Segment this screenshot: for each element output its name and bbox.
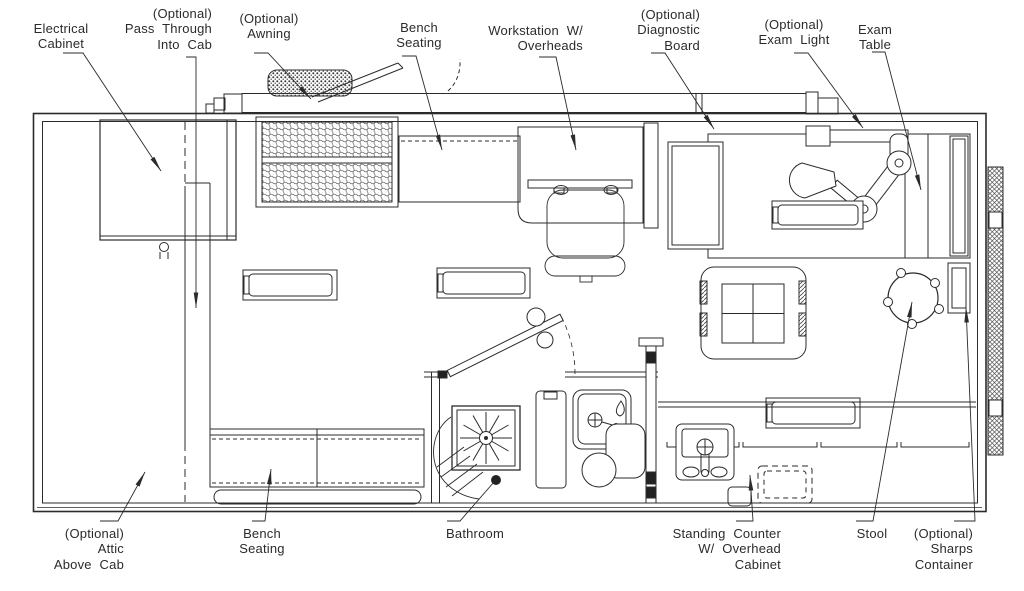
- leader-awning: [254, 52, 312, 100]
- sharps-container: [947, 262, 971, 314]
- leader-lines: [63, 51, 976, 522]
- exam-table: [707, 133, 971, 259]
- leader-diagnostic-board: [651, 52, 715, 130]
- office-chair: [544, 185, 626, 283]
- exhaust-fan-icon: [451, 405, 521, 471]
- ceiling-light: [436, 267, 531, 299]
- leader-standing-counter: [736, 474, 754, 522]
- fold-out-table: [699, 266, 807, 360]
- leader-sharps: [954, 306, 976, 522]
- label-diagnostic-board: (Optional) Diagnostic Board: [637, 7, 700, 53]
- entry-steps: [987, 166, 1004, 456]
- standing-counter: [658, 401, 976, 507]
- awning: [205, 58, 839, 115]
- leader-attic: [100, 471, 146, 522]
- counter-sink: [675, 423, 735, 481]
- leader-bench-top: [402, 55, 443, 151]
- leader-workstation: [539, 56, 577, 151]
- leader-exam-table: [872, 51, 922, 191]
- label-awning: (Optional) Awning: [239, 11, 299, 42]
- shower-cabinet: [535, 390, 567, 489]
- stool: [883, 268, 944, 329]
- workstation-desk: [517, 126, 644, 224]
- label-exam-table: Exam Table: [857, 22, 893, 53]
- drop-icon: [615, 400, 625, 417]
- label-standing-counter: Standing Counter W/ Overhead Cabinet: [672, 526, 781, 572]
- bench-seat-plain: [398, 135, 521, 203]
- label-workstation: Workstation W/ Overheads: [488, 23, 583, 54]
- leader-pass-through: [186, 56, 199, 308]
- leader-electrical-cabinet: [63, 52, 162, 172]
- bench-seating-bottom: [209, 428, 425, 505]
- leader-stool: [856, 301, 913, 522]
- label-exam-light: (Optional) Exam Light: [758, 17, 830, 48]
- label-bench-seating-top: Bench Seating: [396, 20, 442, 51]
- step-well: [433, 416, 484, 500]
- cab-bulkhead: [184, 122, 211, 502]
- label-pass-through: (Optional) Pass Through Into Cab: [124, 6, 212, 52]
- toilet: [581, 423, 646, 488]
- bench-seat-hatched: [255, 116, 399, 208]
- outer-walls: [32, 112, 987, 513]
- exam-light: [788, 125, 912, 223]
- label-bench-seating-bottom: Bench Seating: [239, 526, 285, 557]
- entry-door: [446, 307, 576, 378]
- electrical-cabinet: [99, 119, 237, 259]
- label-stool: Stool: [856, 526, 888, 541]
- leader-exam-light: [794, 52, 864, 129]
- bathroom: [424, 307, 664, 504]
- label-electrical-cabinet: Electrical Cabinet: [33, 21, 89, 52]
- ceiling-light: [765, 397, 861, 429]
- diagnostic-board: [667, 141, 724, 250]
- label-sharps-container: (Optional) Sharps Container: [913, 526, 973, 572]
- leader-bench-bottom: [252, 468, 272, 522]
- divider-wall: [643, 122, 659, 229]
- leader-bathroom: [447, 481, 495, 522]
- label-bathroom: Bathroom: [446, 526, 504, 541]
- ceiling-light: [242, 269, 338, 301]
- label-attic-above-cab: (Optional) Attic Above Cab: [53, 526, 124, 572]
- ceiling-light: [771, 200, 864, 230]
